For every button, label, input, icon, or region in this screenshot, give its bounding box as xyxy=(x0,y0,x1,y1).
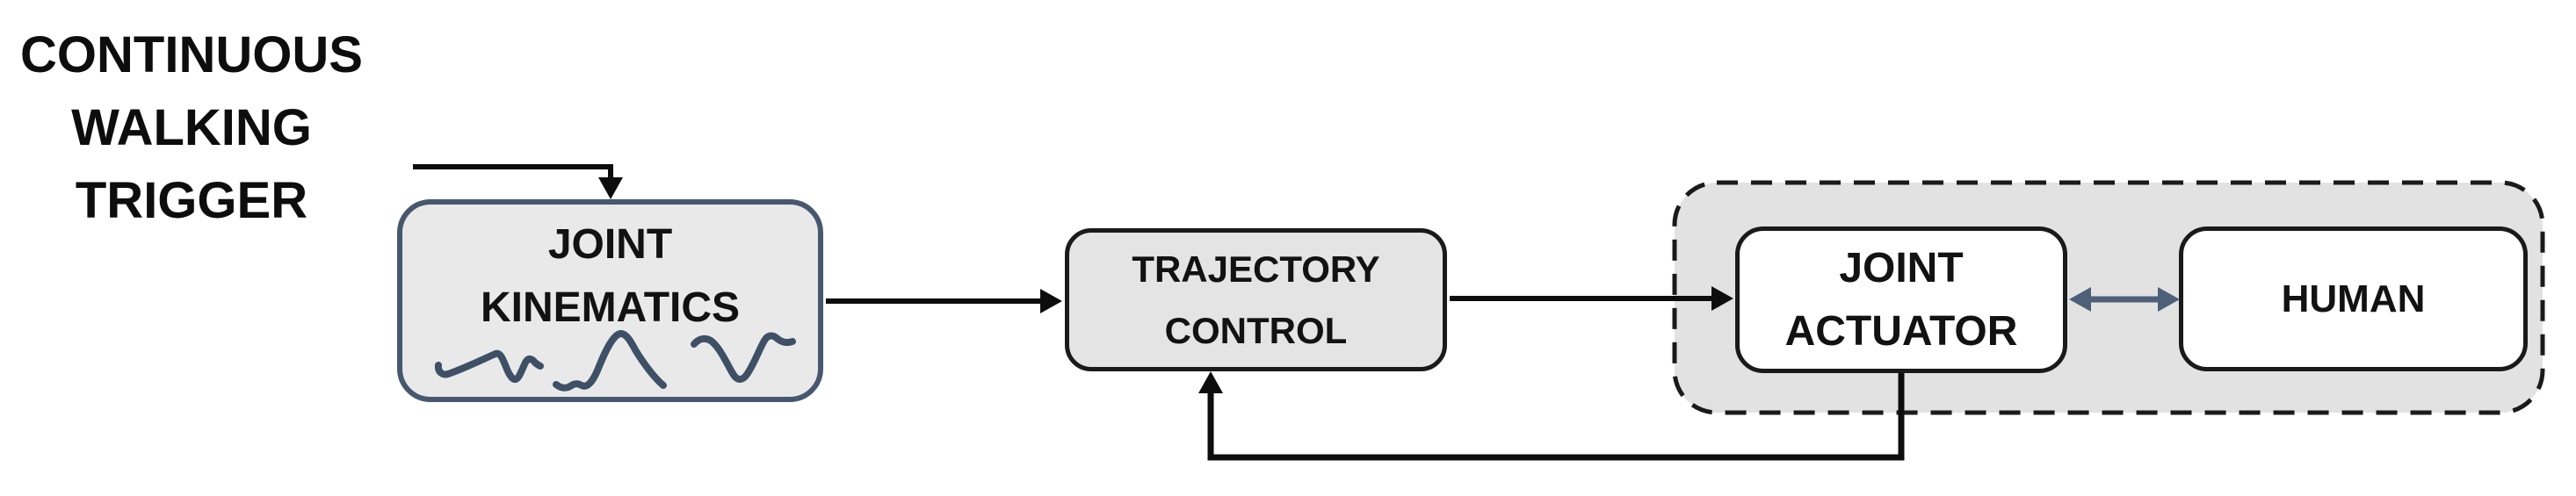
trigger-label-line2: WALKING xyxy=(71,99,312,156)
node-joint-kinematics: JOINT KINEMATICS xyxy=(397,199,823,402)
ankle-gait-curve-icon xyxy=(691,332,796,383)
trigger-arrow xyxy=(413,164,623,199)
trigger-label-line3: TRIGGER xyxy=(75,172,308,229)
node-joint-actuator: JOINT ACTUATOR xyxy=(1735,226,2067,373)
continuous-walking-trigger-label: CONTINUOUS WALKING TRIGGER xyxy=(12,18,371,237)
knee-gait-curve-icon xyxy=(553,330,667,392)
trigger-label-line1: CONTINUOUS xyxy=(20,26,363,83)
node-human: HUMAN xyxy=(2179,226,2528,371)
hip-gait-curve-icon xyxy=(434,349,544,384)
joint-actuator-label-line1: JOINT xyxy=(1839,244,1964,291)
joint-kinematics-label-line1: JOINT xyxy=(547,221,673,268)
trajectory-control-label-line2: CONTROL xyxy=(1164,309,1348,351)
joint-kinematics-label-line2: KINEMATICS xyxy=(480,284,741,331)
node-trajectory-control: TRAJECTORY CONTROL xyxy=(1065,228,1447,371)
trajectory-control-label-line1: TRAJECTORY xyxy=(1132,248,1380,290)
gait-waveforms-icon xyxy=(434,330,796,392)
actuator-human-group: JOINT ACTUATOR HUMAN xyxy=(1672,180,2545,415)
joint-actuator-label-line2: ACTUATOR xyxy=(1784,307,2018,355)
kinematics-to-trajectory-arrow xyxy=(826,289,1062,313)
human-label: HUMAN xyxy=(2281,277,2426,320)
